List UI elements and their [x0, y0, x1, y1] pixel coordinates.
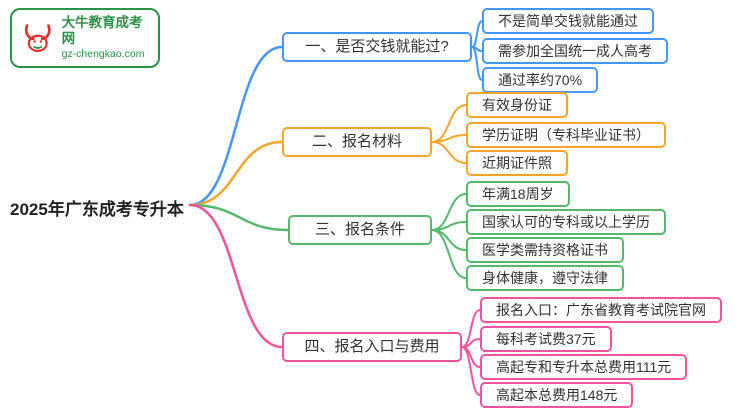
link-branch3-child3	[431, 229, 467, 251]
link-root-branch2	[188, 140, 284, 207]
logo-url: gz-chengkao.com	[61, 48, 145, 61]
child-node-1-1: 不是简单交钱就能通过	[482, 8, 654, 34]
child-node-4-3: 高起专和专升本总费用111元	[480, 354, 688, 380]
link-branch1-child1	[471, 20, 483, 48]
link-branch1-child2	[471, 46, 483, 52]
child-node-3-3: 医学类需持资格证书	[466, 237, 624, 263]
logo-title: 大牛教育成考网	[61, 14, 143, 47]
child-node-4-2: 每科考试费37元	[480, 326, 612, 352]
branch-node-1: 一、是否交钱就能过?	[282, 32, 472, 62]
link-root-branch3	[188, 203, 290, 232]
link-branch2-child2	[431, 134, 467, 143]
link-branch4-child1	[461, 309, 481, 348]
child-node-2-3: 近期证件照	[466, 150, 568, 176]
link-branch3-child2	[431, 221, 467, 231]
link-branch3-child4	[431, 229, 467, 279]
bull-icon	[24, 24, 51, 53]
root-node: 2025年广东成考专升本	[10, 200, 184, 219]
child-node-1-2: 需参加全国统一成人高考	[482, 38, 668, 64]
link-branch4-child2	[461, 338, 481, 348]
branch-node-4: 四、报名入口与费用	[282, 332, 462, 362]
child-node-2-1: 有效身份证	[466, 92, 568, 118]
link-branch1-child3	[471, 46, 483, 81]
link-branch3-child1	[431, 193, 467, 231]
child-node-3-4: 身体健康，遵守法律	[466, 265, 624, 291]
site-logo: 大牛教育成考网 gz-chengkao.com	[10, 8, 160, 68]
branch-node-3: 三、报名条件	[288, 215, 432, 245]
child-node-4-4: 高起本总费用148元	[480, 382, 634, 408]
link-root-branch1	[188, 45, 284, 207]
link-root-branch4	[188, 203, 284, 349]
child-node-1-3: 通过率约70%	[482, 67, 599, 93]
child-node-3-2: 国家认可的专科或以上学历	[466, 209, 666, 235]
branch-node-2: 二、报名材料	[282, 127, 432, 157]
link-branch2-child3	[431, 141, 467, 164]
link-branch4-child3	[461, 346, 481, 368]
child-node-4-1: 报名入口：广东省教育考试院官网	[480, 297, 722, 323]
child-node-3-1: 年满18周岁	[466, 181, 570, 207]
child-node-2-2: 学历证明（专科毕业证书）	[466, 122, 666, 148]
link-branch2-child1	[431, 104, 467, 143]
link-branch4-child4	[461, 346, 481, 396]
logo-text-block: 大牛教育成考网 gz-chengkao.com	[62, 15, 150, 62]
